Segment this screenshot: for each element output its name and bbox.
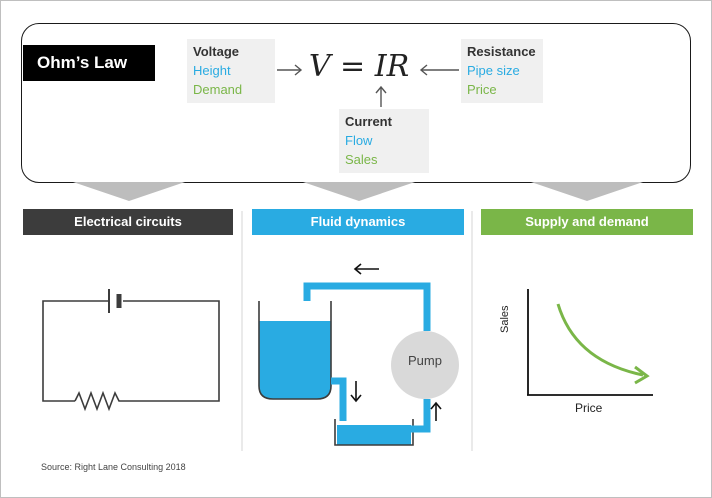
demand-curve <box>556 303 644 377</box>
page-title: Ohm’s Law <box>23 45 155 81</box>
electrical-circuit <box>42 289 220 412</box>
header-supply: Supply and demand <box>481 209 693 235</box>
voltage-label: Voltage <box>193 44 239 59</box>
current-supply: Sales <box>345 152 378 167</box>
formula: V = IR <box>308 49 410 84</box>
pump-circle <box>391 331 459 399</box>
source-note: Source: Right Lane Consulting 2018 <box>41 462 186 472</box>
funnel-supply <box>531 182 643 201</box>
chart-x-label: Price <box>575 401 603 415</box>
fluid-system <box>258 263 459 446</box>
resistance-fluid: Pipe size <box>467 63 520 78</box>
supply-demand-chart <box>527 289 653 396</box>
resistance-box: Resistance Pipe size Price <box>461 39 543 103</box>
funnel-electrical <box>73 182 185 201</box>
funnel-fluid <box>303 182 415 201</box>
voltage-box: Voltage Height Demand <box>187 39 275 103</box>
voltage-fluid: Height <box>193 63 231 78</box>
current-label: Current <box>345 114 392 129</box>
resistance-label: Resistance <box>467 44 536 59</box>
voltage-supply: Demand <box>193 82 243 97</box>
current-box: Current Flow Sales <box>339 109 429 173</box>
header-electrical: Electrical circuits <box>23 209 233 235</box>
current-fluid: Flow <box>345 133 373 148</box>
header-fluid: Fluid dynamics <box>252 209 464 235</box>
chart-y-label: Sales <box>499 305 511 333</box>
resistance-supply: Price <box>467 82 497 97</box>
pump-label: Pump <box>408 353 442 368</box>
